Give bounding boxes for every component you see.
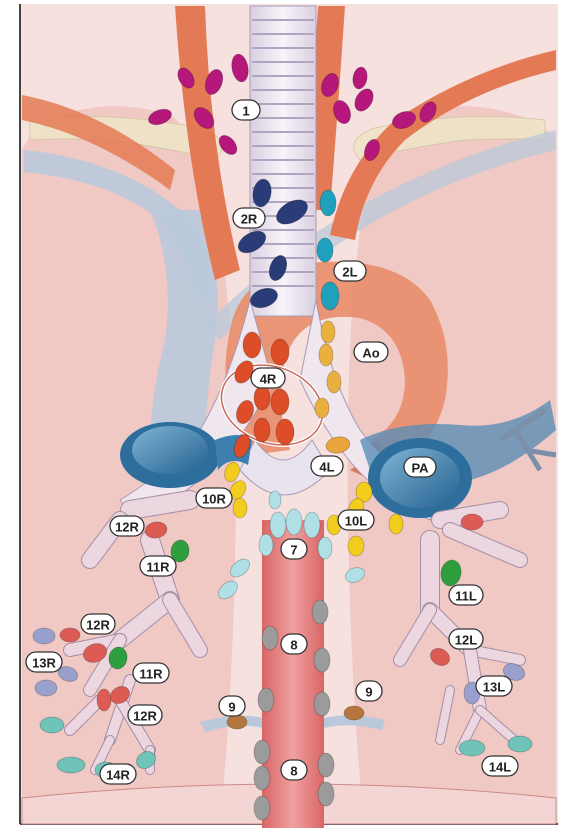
station-4R-node (276, 419, 294, 445)
station-4R-node (271, 389, 289, 415)
station-2L-label: 2L (334, 261, 366, 281)
station-8-node (258, 688, 274, 712)
aorta-label-text: Ao (362, 346, 379, 361)
station-12R-label-text: 12R (86, 618, 110, 633)
station-8-node (254, 796, 270, 820)
station-2L-node (320, 190, 336, 216)
station-13R-node (33, 628, 55, 644)
station-13L-label-text: 13L (483, 680, 505, 695)
station-7-node (269, 491, 281, 509)
station-2R-label-text: 2R (241, 212, 258, 227)
station-12R-label-text: 12R (115, 520, 139, 535)
station-9-label: 9 (219, 696, 245, 716)
station-12L-label: 12L (449, 629, 483, 649)
station-8-label: 8 (281, 634, 307, 654)
station-8-node (312, 600, 328, 624)
station-9-label-text: 9 (228, 700, 235, 715)
station-12R-node (97, 689, 111, 711)
station-10R-label-text: 10R (202, 492, 226, 507)
station-9-node (344, 706, 364, 720)
station-8-node (318, 753, 334, 777)
station-11R-label-text: 11R (139, 667, 163, 682)
station-4R-node (271, 339, 289, 365)
station-3-node (321, 321, 335, 343)
station-2L-node (321, 282, 339, 310)
station-14R-label: 14R (100, 764, 136, 784)
station-12R-node (60, 628, 80, 642)
station-7-label: 7 (281, 539, 307, 559)
station-10L-label: 10L (338, 510, 374, 530)
station-4R-label: 4R (251, 368, 285, 388)
station-1-label-text: 1 (242, 104, 249, 119)
station-12R-label: 12R (81, 614, 115, 634)
station-12R-label-text: 12R (133, 709, 157, 724)
station-14L-label: 14L (482, 756, 518, 776)
station-9-label-text: 9 (365, 685, 372, 700)
station-14R-node (57, 757, 85, 773)
station-4R-node (254, 386, 270, 410)
station-3-node (319, 344, 333, 366)
station-8-label-text: 8 (290, 764, 297, 779)
station-2L-label-text: 2L (342, 265, 357, 280)
station-10R-node (233, 498, 247, 518)
station-3-node (327, 371, 341, 393)
station-13R-node (35, 680, 57, 696)
station-7-node (304, 512, 320, 538)
station-8-node (314, 692, 330, 716)
station-8-node (262, 626, 278, 650)
station-4L-label: 4L (311, 456, 343, 476)
station-7-node (259, 534, 273, 556)
station-8-node (254, 766, 270, 790)
station-4R-label-text: 4R (260, 372, 277, 387)
station-4R-node (243, 332, 261, 358)
pulmonary-artery-label-text: PA (411, 461, 429, 476)
station-10L-label-text: 10L (345, 514, 367, 529)
station-12L-node (461, 514, 483, 530)
station-12L-label-text: 12L (455, 633, 477, 648)
station-12R-label: 12R (128, 705, 162, 725)
pulmonary-artery-label: PA (404, 457, 436, 477)
station-2L-node (317, 238, 333, 262)
station-10L-node (389, 514, 403, 534)
station-8-label-text: 8 (290, 638, 297, 653)
station-8-node (314, 648, 330, 672)
station-13L-label: 13L (476, 676, 512, 696)
right-bronchus-segment-inner (130, 500, 190, 510)
station-11L-label: 11L (449, 585, 483, 605)
station-10R-label: 10R (196, 488, 232, 508)
station-12R-label: 12R (110, 516, 144, 536)
station-9-label: 9 (356, 681, 382, 701)
station-7-node (318, 537, 332, 559)
station-8-label: 8 (281, 760, 307, 780)
station-11L-label-text: 11L (455, 589, 477, 604)
station-4L-label-text: 4L (319, 460, 334, 475)
station-14R-label-text: 14R (106, 768, 130, 783)
station-14L-label-text: 14L (489, 760, 511, 775)
station-7-node (286, 509, 302, 535)
station-1-label: 1 (232, 100, 260, 120)
station-13R-label-text: 13R (32, 656, 56, 671)
station-9-node (227, 715, 247, 729)
station-14L-node (459, 740, 485, 756)
aorta-label: Ao (354, 342, 388, 362)
station-3-node (315, 398, 329, 418)
station-2R-label: 2R (233, 208, 265, 228)
station-7-node (270, 512, 286, 538)
esophagus (262, 520, 324, 828)
station-11R-label: 11R (133, 663, 169, 683)
station-8-node (318, 782, 334, 806)
station-7-label-text: 7 (290, 543, 297, 558)
station-4R-node (254, 418, 270, 442)
right-pulmonary-artery-lumen (132, 426, 208, 474)
station-13R-label: 13R (26, 652, 62, 672)
station-8-node (254, 740, 270, 764)
station-11R-label: 11R (140, 556, 176, 576)
station-10L-node (348, 536, 364, 556)
station-14R-node (40, 717, 64, 733)
station-14L-node (508, 736, 532, 752)
station-11R-label-text: 11R (146, 560, 170, 575)
